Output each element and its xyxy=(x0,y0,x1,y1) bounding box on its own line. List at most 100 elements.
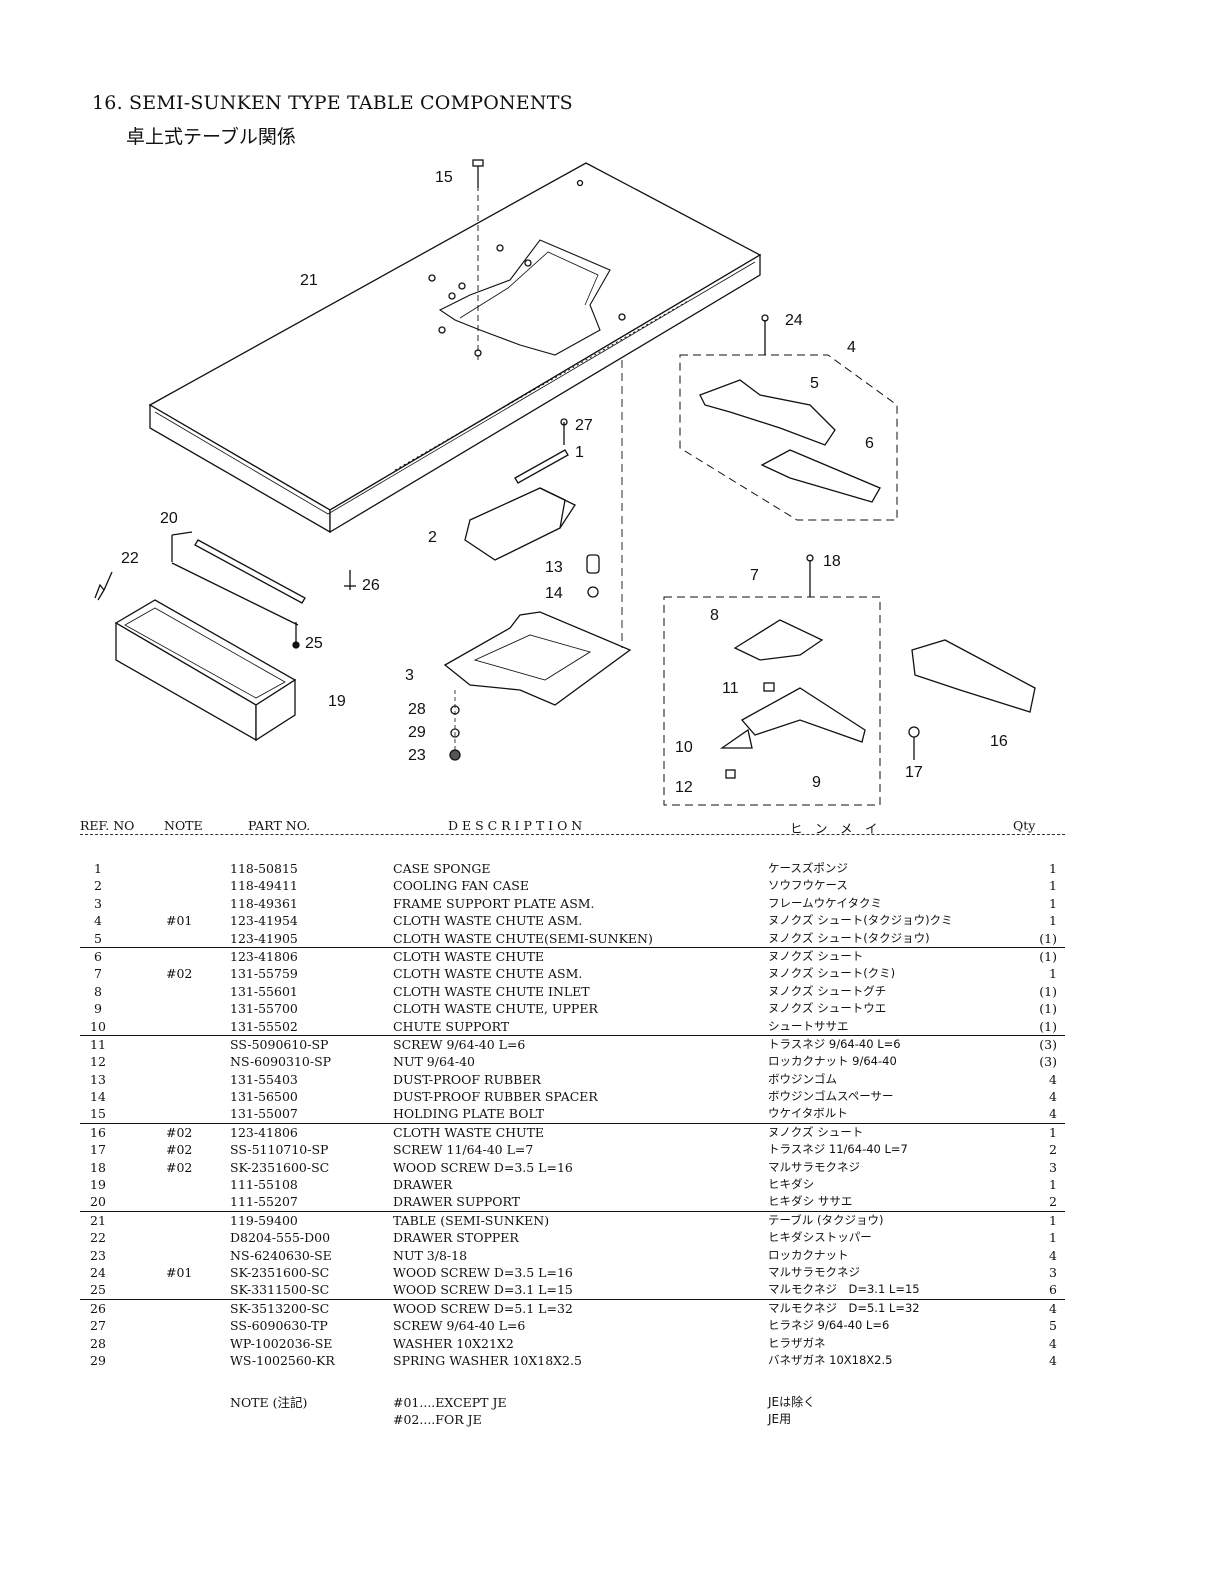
ref-cell: 28 xyxy=(90,1335,106,1351)
description-cell: DRAWER SUPPORT xyxy=(393,1194,521,1210)
header-divider xyxy=(80,834,1065,835)
ref-cell: 15 xyxy=(90,1106,106,1122)
ref-cell: 22 xyxy=(90,1230,106,1246)
kana-cell: ヌノクズ シュートグチ xyxy=(768,983,887,998)
part-number-cell: SS-5090610-SP xyxy=(230,1036,329,1052)
ref-cell: 7 xyxy=(94,966,102,982)
ref-cell: 26 xyxy=(90,1300,106,1316)
ref-cell: 18 xyxy=(90,1159,106,1175)
description-cell: NUT 3/8-18 xyxy=(393,1247,468,1263)
description-cell: FRAME SUPPORT PLATE ASM. xyxy=(393,895,595,911)
qty-cell: 1 xyxy=(1049,966,1057,982)
svg-text:26: 26 xyxy=(362,577,380,594)
part-number-cell: D8204-555-D00 xyxy=(230,1230,331,1246)
part-number-cell: 118-49361 xyxy=(230,895,298,911)
part-number-cell: 123-41954 xyxy=(230,913,298,929)
description-cell: DUST-PROOF RUBBER SPACER xyxy=(393,1089,598,1105)
svg-text:12: 12 xyxy=(675,779,693,796)
qty-cell: (3) xyxy=(1039,1036,1057,1052)
description-cell: CASE SPONGE xyxy=(393,861,491,876)
part-number-cell: SS-5110710-SP xyxy=(230,1142,329,1158)
svg-text:4: 4 xyxy=(847,339,856,356)
kana-cell: ヒラザガネ xyxy=(768,1335,826,1350)
description-cell: HOLDING PLATE BOLT xyxy=(393,1106,545,1122)
qty-cell: 1 xyxy=(1049,1124,1057,1140)
kana-cell: ヌノクズ シュート(タクジョウ)クミ xyxy=(768,913,953,928)
ref-cell: 11 xyxy=(90,1036,106,1052)
qty-cell: 3 xyxy=(1049,1264,1057,1280)
part-number-cell: 123-41806 xyxy=(230,948,298,964)
kana-cell: ヒキダシストッパー xyxy=(768,1230,872,1245)
kana-cell: ロッカクナット 9/64-40 xyxy=(768,1054,897,1069)
ref-cell: 8 xyxy=(94,983,102,999)
svg-text:3: 3 xyxy=(405,667,414,684)
qty-cell: 4 xyxy=(1049,1300,1057,1316)
description-cell: WOOD SCREW D=3.5 L=16 xyxy=(393,1159,573,1175)
ref-cell: 27 xyxy=(90,1318,106,1334)
qty-cell: 1 xyxy=(1049,913,1057,929)
note-cell: #02 xyxy=(166,1159,193,1175)
description-cell: WOOD SCREW D=5.1 L=32 xyxy=(393,1300,573,1316)
note-cell: #02 xyxy=(166,1142,193,1158)
part-number-cell: 131-55403 xyxy=(230,1071,298,1087)
note-01-jp: JEは除く xyxy=(768,1395,816,1409)
header-kana: ヒ ン メ イ xyxy=(790,821,878,836)
kana-cell: トラスネジ 11/64-40 L=7 xyxy=(768,1142,908,1157)
ref-cell: 10 xyxy=(90,1018,106,1034)
qty-cell: 1 xyxy=(1049,895,1057,911)
kana-cell: ヒラネジ 9/64-40 L=6 xyxy=(768,1318,890,1333)
kana-cell: フレームウケイタクミ xyxy=(768,895,882,910)
kana-cell: ボウジンゴム xyxy=(768,1071,837,1086)
page-title: 16. SEMI-SUNKEN TYPE TABLE COMPONENTS xyxy=(92,92,573,114)
part-number-cell: 131-55007 xyxy=(230,1106,298,1122)
part-number-cell: 131-55502 xyxy=(230,1018,298,1034)
part-number-cell: 131-55601 xyxy=(230,983,298,999)
kana-cell: ヌノクズ シュート xyxy=(768,948,864,963)
callout-labels: 21 15 24 4 5 6 27 1 20 22 2 13 14 26 25 … xyxy=(121,169,1008,796)
svg-text:27: 27 xyxy=(575,417,593,434)
exploded-parts-diagram: 21 15 24 4 5 6 27 1 20 22 2 13 14 26 25 … xyxy=(94,159,1036,806)
svg-text:15: 15 xyxy=(435,169,453,186)
qty-cell: (3) xyxy=(1039,1054,1057,1070)
description-cell: CLOTH WASTE CHUTE(SEMI-SUNKEN) xyxy=(393,930,653,946)
kana-cell: ヌノクズ シュート xyxy=(768,1124,864,1139)
ref-cell: 2 xyxy=(94,878,102,894)
part-number-cell: 111-55108 xyxy=(230,1177,298,1193)
ref-cell: 13 xyxy=(90,1071,106,1087)
description-cell: TABLE (SEMI-SUNKEN) xyxy=(393,1212,550,1228)
ref-cell: 16 xyxy=(90,1124,106,1140)
svg-text:20: 20 xyxy=(160,510,178,527)
note-cell: #01 xyxy=(166,1264,193,1280)
qty-cell: 3 xyxy=(1049,1159,1057,1175)
part-number-cell: 131-56500 xyxy=(230,1089,298,1105)
qty-cell: 1 xyxy=(1049,1230,1057,1246)
ref-cell: 17 xyxy=(90,1142,106,1158)
kana-cell: ヒキダシ ササエ xyxy=(768,1194,853,1209)
svg-text:28: 28 xyxy=(408,701,426,718)
ref-cell: 29 xyxy=(90,1352,106,1368)
kana-cell: シュートササエ xyxy=(768,1018,849,1033)
qty-cell: (1) xyxy=(1039,930,1057,946)
description-cell: DUST-PROOF RUBBER xyxy=(393,1071,541,1087)
ref-cell: 14 xyxy=(90,1089,106,1105)
kana-cell: ソウフウケース xyxy=(768,878,848,893)
note-02-jp: JE用 xyxy=(768,1412,792,1427)
kana-cell: ヌノクズ シュート(クミ) xyxy=(768,966,896,981)
header-description: D E S C R I P T I O N xyxy=(448,818,583,833)
svg-text:19: 19 xyxy=(328,693,346,710)
part-number-cell: 111-55207 xyxy=(230,1194,298,1210)
note-01: #01....EXCEPT JE xyxy=(393,1395,507,1410)
part-number-cell: NS-6090310-SP xyxy=(230,1054,332,1070)
svg-text:22: 22 xyxy=(121,550,139,567)
